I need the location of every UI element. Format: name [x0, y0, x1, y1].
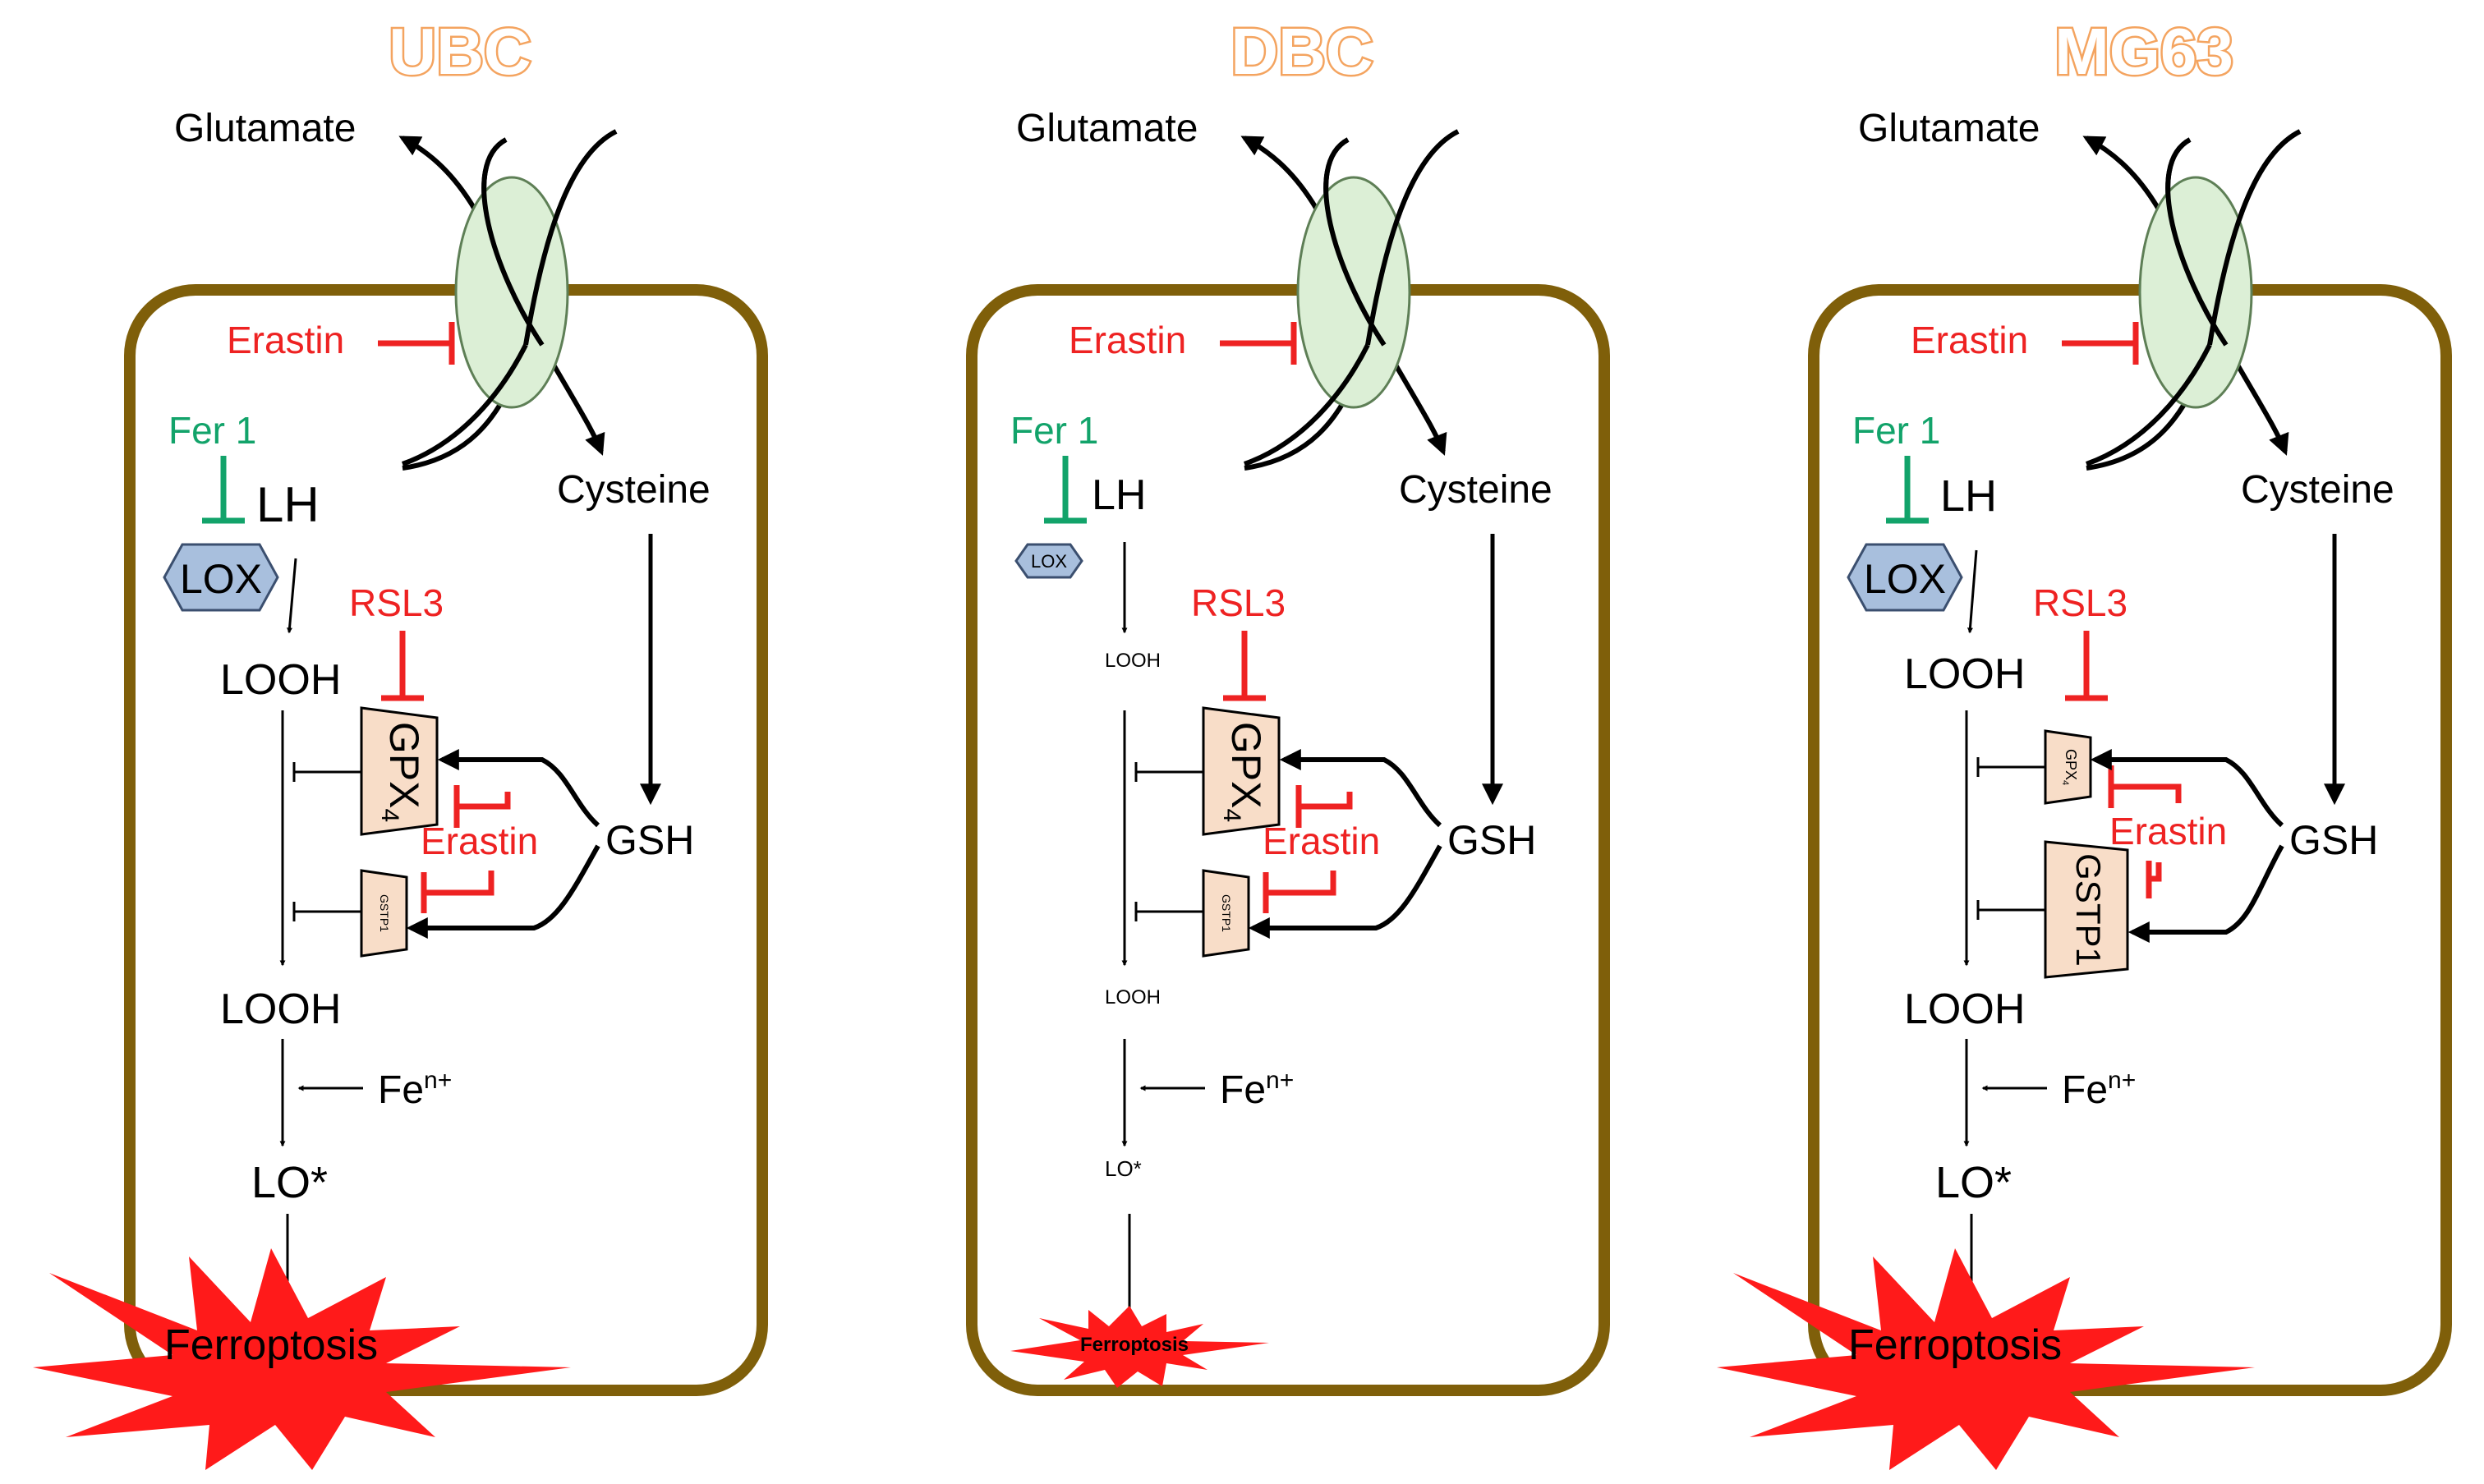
rsl3-inhibition [381, 631, 424, 701]
cell-membrane [124, 284, 768, 1396]
gpx4-name: GPX [1223, 722, 1269, 809]
erastin-gpx4-inhibition [453, 785, 511, 828]
iron-symbol: Fe [378, 1068, 424, 1112]
gstp1-inhibits-looh [292, 902, 361, 921]
gpx4-enzyme [1202, 706, 1281, 836]
looh-bottom-label: LOOH [220, 986, 341, 1033]
erastin-transport-inhibition [378, 322, 455, 365]
lh-label: LH [1092, 471, 1146, 519]
iron-label: Fen+ [378, 1067, 452, 1112]
lox-enzyme [163, 543, 279, 612]
lo-radical-label: LO* [1935, 1158, 2012, 1207]
gpx4-label: GPX4 [2060, 749, 2079, 785]
rsl3-label: RSL3 [349, 581, 444, 624]
ferroptosis-label: Ferroptosis [1080, 1334, 1189, 1356]
lox-label: LOX [180, 556, 262, 602]
cell-membrane [1808, 284, 2452, 1396]
erastin-transport-label: Erastin [1069, 319, 1186, 361]
gstp1-label: GSTP1 [2069, 853, 2108, 967]
ferroptosis-label: Ferroptosis [164, 1321, 378, 1369]
cell-membrane [966, 284, 1610, 1396]
panel-1: UBC Glutamate Cysteine Erastin Fer 1 LH … [33, 13, 768, 1470]
gpx4-label: GPX4 [376, 722, 427, 822]
gpx4-subscript: 4 [2060, 780, 2070, 785]
gpx4-inhibits-looh [292, 762, 361, 782]
gsh-label: GSH [2289, 817, 2378, 863]
gsh-label: GSH [605, 817, 694, 863]
panel-title: MG63 [2054, 15, 2233, 88]
gpx4-name: GPX [2063, 749, 2079, 780]
panel-title: DBC [1230, 15, 1373, 88]
erastin-gstp1-inhibition [421, 871, 494, 913]
looh-bottom-label: LOOH [1904, 986, 2025, 1033]
glutamate-label: Glutamate [1016, 107, 1198, 150]
erastin-enzyme-label: Erastin [2109, 810, 2227, 852]
gpx4-subscript: 4 [376, 808, 403, 822]
gsh-label: GSH [1447, 817, 1536, 863]
gstp1-enzyme [2044, 840, 2129, 979]
looh-bottom-label: LOOH [1105, 986, 1161, 1008]
gpx4-label: GPX4 [1218, 722, 1269, 822]
gpx4-enzyme [360, 706, 439, 836]
gstp1-enzyme [1202, 869, 1250, 958]
cysteine-label: Cysteine [1399, 468, 1552, 512]
ferroptosis-label: Ferroptosis [1848, 1321, 2062, 1369]
cysteine-label: Cysteine [2241, 468, 2394, 512]
fer1-inhibition [202, 456, 245, 524]
iron-symbol: Fe [1220, 1068, 1266, 1112]
glutamate-label: Glutamate [1858, 107, 2040, 150]
ferroptosis-burst [1010, 1306, 1269, 1388]
fer1-label: Fer 1 [1852, 409, 1940, 452]
gpx4-subscript: 4 [1218, 808, 1245, 822]
fer1-label: Fer 1 [1010, 409, 1098, 452]
lox-enzyme [1847, 543, 1963, 612]
looh-top-label: LOOH [1904, 650, 2025, 698]
iron-label: Fen+ [2062, 1067, 2136, 1112]
panel-2: DBC Glutamate Cysteine Erastin Fer 1 LH … [966, 13, 1610, 1396]
gstp1-label: GSTP1 [378, 894, 391, 932]
erastin-transport-label: Erastin [1911, 319, 2028, 361]
iron-symbol: Fe [2062, 1068, 2108, 1112]
gsh-to-enzymes [406, 749, 600, 939]
gpx4-name: GPX [381, 722, 427, 809]
looh-top-label: LOOH [1105, 650, 1161, 672]
lox-label: LOX [1031, 551, 1067, 572]
panel-title: UBC [389, 15, 531, 88]
ferroptosis-burst [1717, 1248, 2255, 1470]
rsl3-label: RSL3 [1191, 581, 1286, 624]
iron-charge: n+ [1266, 1067, 1294, 1094]
lo-radical-label: LO* [251, 1158, 328, 1207]
iron-label: Fen+ [1220, 1067, 1294, 1112]
panel-3: MG63 Glutamate Cysteine Erastin Fer 1 LH… [1717, 13, 2452, 1470]
lh-label: LH [1940, 471, 1997, 521]
lox-enzyme [1014, 543, 1083, 579]
looh-top-label: LOOH [220, 656, 341, 704]
gstp1-enzyme [360, 869, 408, 958]
erastin-enzyme-label: Erastin [421, 820, 538, 862]
cysteine-label: Cysteine [557, 468, 711, 512]
erastin-transport-label: Erastin [227, 319, 344, 361]
erastin-enzyme-label: Erastin [1263, 820, 1380, 862]
lox-label: LOX [1864, 556, 1946, 602]
ferroptosis-burst [33, 1248, 571, 1470]
lo-radical-label: LO* [1105, 1156, 1142, 1181]
gpx4-enzyme [2044, 729, 2092, 805]
rsl3-label: RSL3 [2033, 581, 2128, 624]
iron-charge: n+ [424, 1067, 452, 1094]
glutamate-label: Glutamate [174, 107, 356, 150]
gstp1-label: GSTP1 [1220, 894, 1233, 932]
fer1-label: Fer 1 [168, 409, 256, 452]
lh-label: LH [256, 477, 320, 532]
iron-charge: n+ [2108, 1067, 2136, 1094]
